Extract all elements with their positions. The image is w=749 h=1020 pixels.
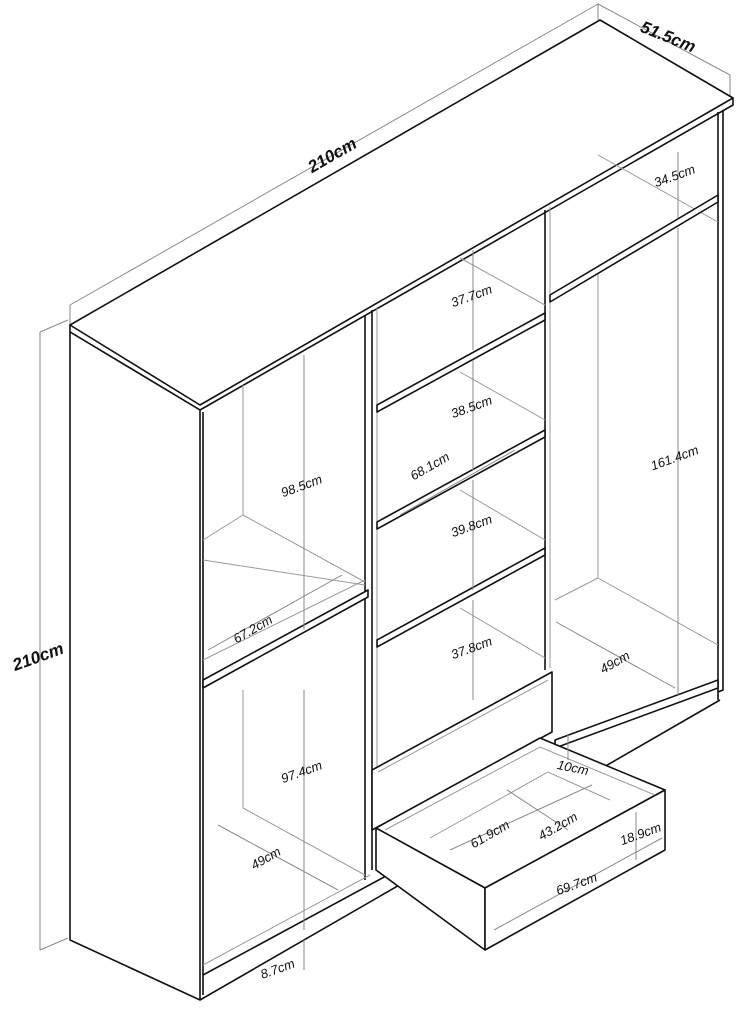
dimension-label-drawer-inset: 10cm (556, 757, 590, 778)
dimension-lines (207, 152, 679, 970)
dimension-label-left-top: 98.5cm (279, 471, 324, 500)
right-side-panel (717, 110, 724, 693)
closed-drawer[interactable] (371, 671, 553, 831)
dimension-label-right-height: 161.4cm (648, 442, 700, 473)
dimension-label-mid-shelf-2: 38.5cm (449, 392, 494, 421)
dimension-label-left-width: 67.2cm (231, 612, 276, 646)
middle-shelves (376, 257, 546, 659)
right-top-shelf (549, 194, 719, 303)
dimension-label-right-depth: 49cm (597, 648, 632, 677)
overall-dimension-lines (39, 3, 731, 951)
dimension-label-mid-shelf-1: 37.7cm (449, 281, 494, 310)
left-shelf (202, 559, 369, 689)
dimension-label-left-bottom: 97.4cm (279, 757, 324, 786)
dimension-label-mid-shelf-3: 39.8cm (449, 511, 494, 540)
dimension-label-left-depth: 49cm (248, 844, 283, 873)
top-panel (69, 19, 734, 411)
dimension-label-height: 210cm (9, 639, 66, 675)
right-bottom-panel (554, 679, 719, 749)
dimension-label-plinth: 8.7cm (258, 956, 297, 982)
dimension-label-mid-shelf-4: 37.8cm (449, 633, 494, 662)
dimension-label-mid-width: 68.1cm (408, 449, 453, 483)
left-side-panel (69, 331, 201, 1001)
dimension-label-right-top: 34.5cm (652, 161, 697, 190)
